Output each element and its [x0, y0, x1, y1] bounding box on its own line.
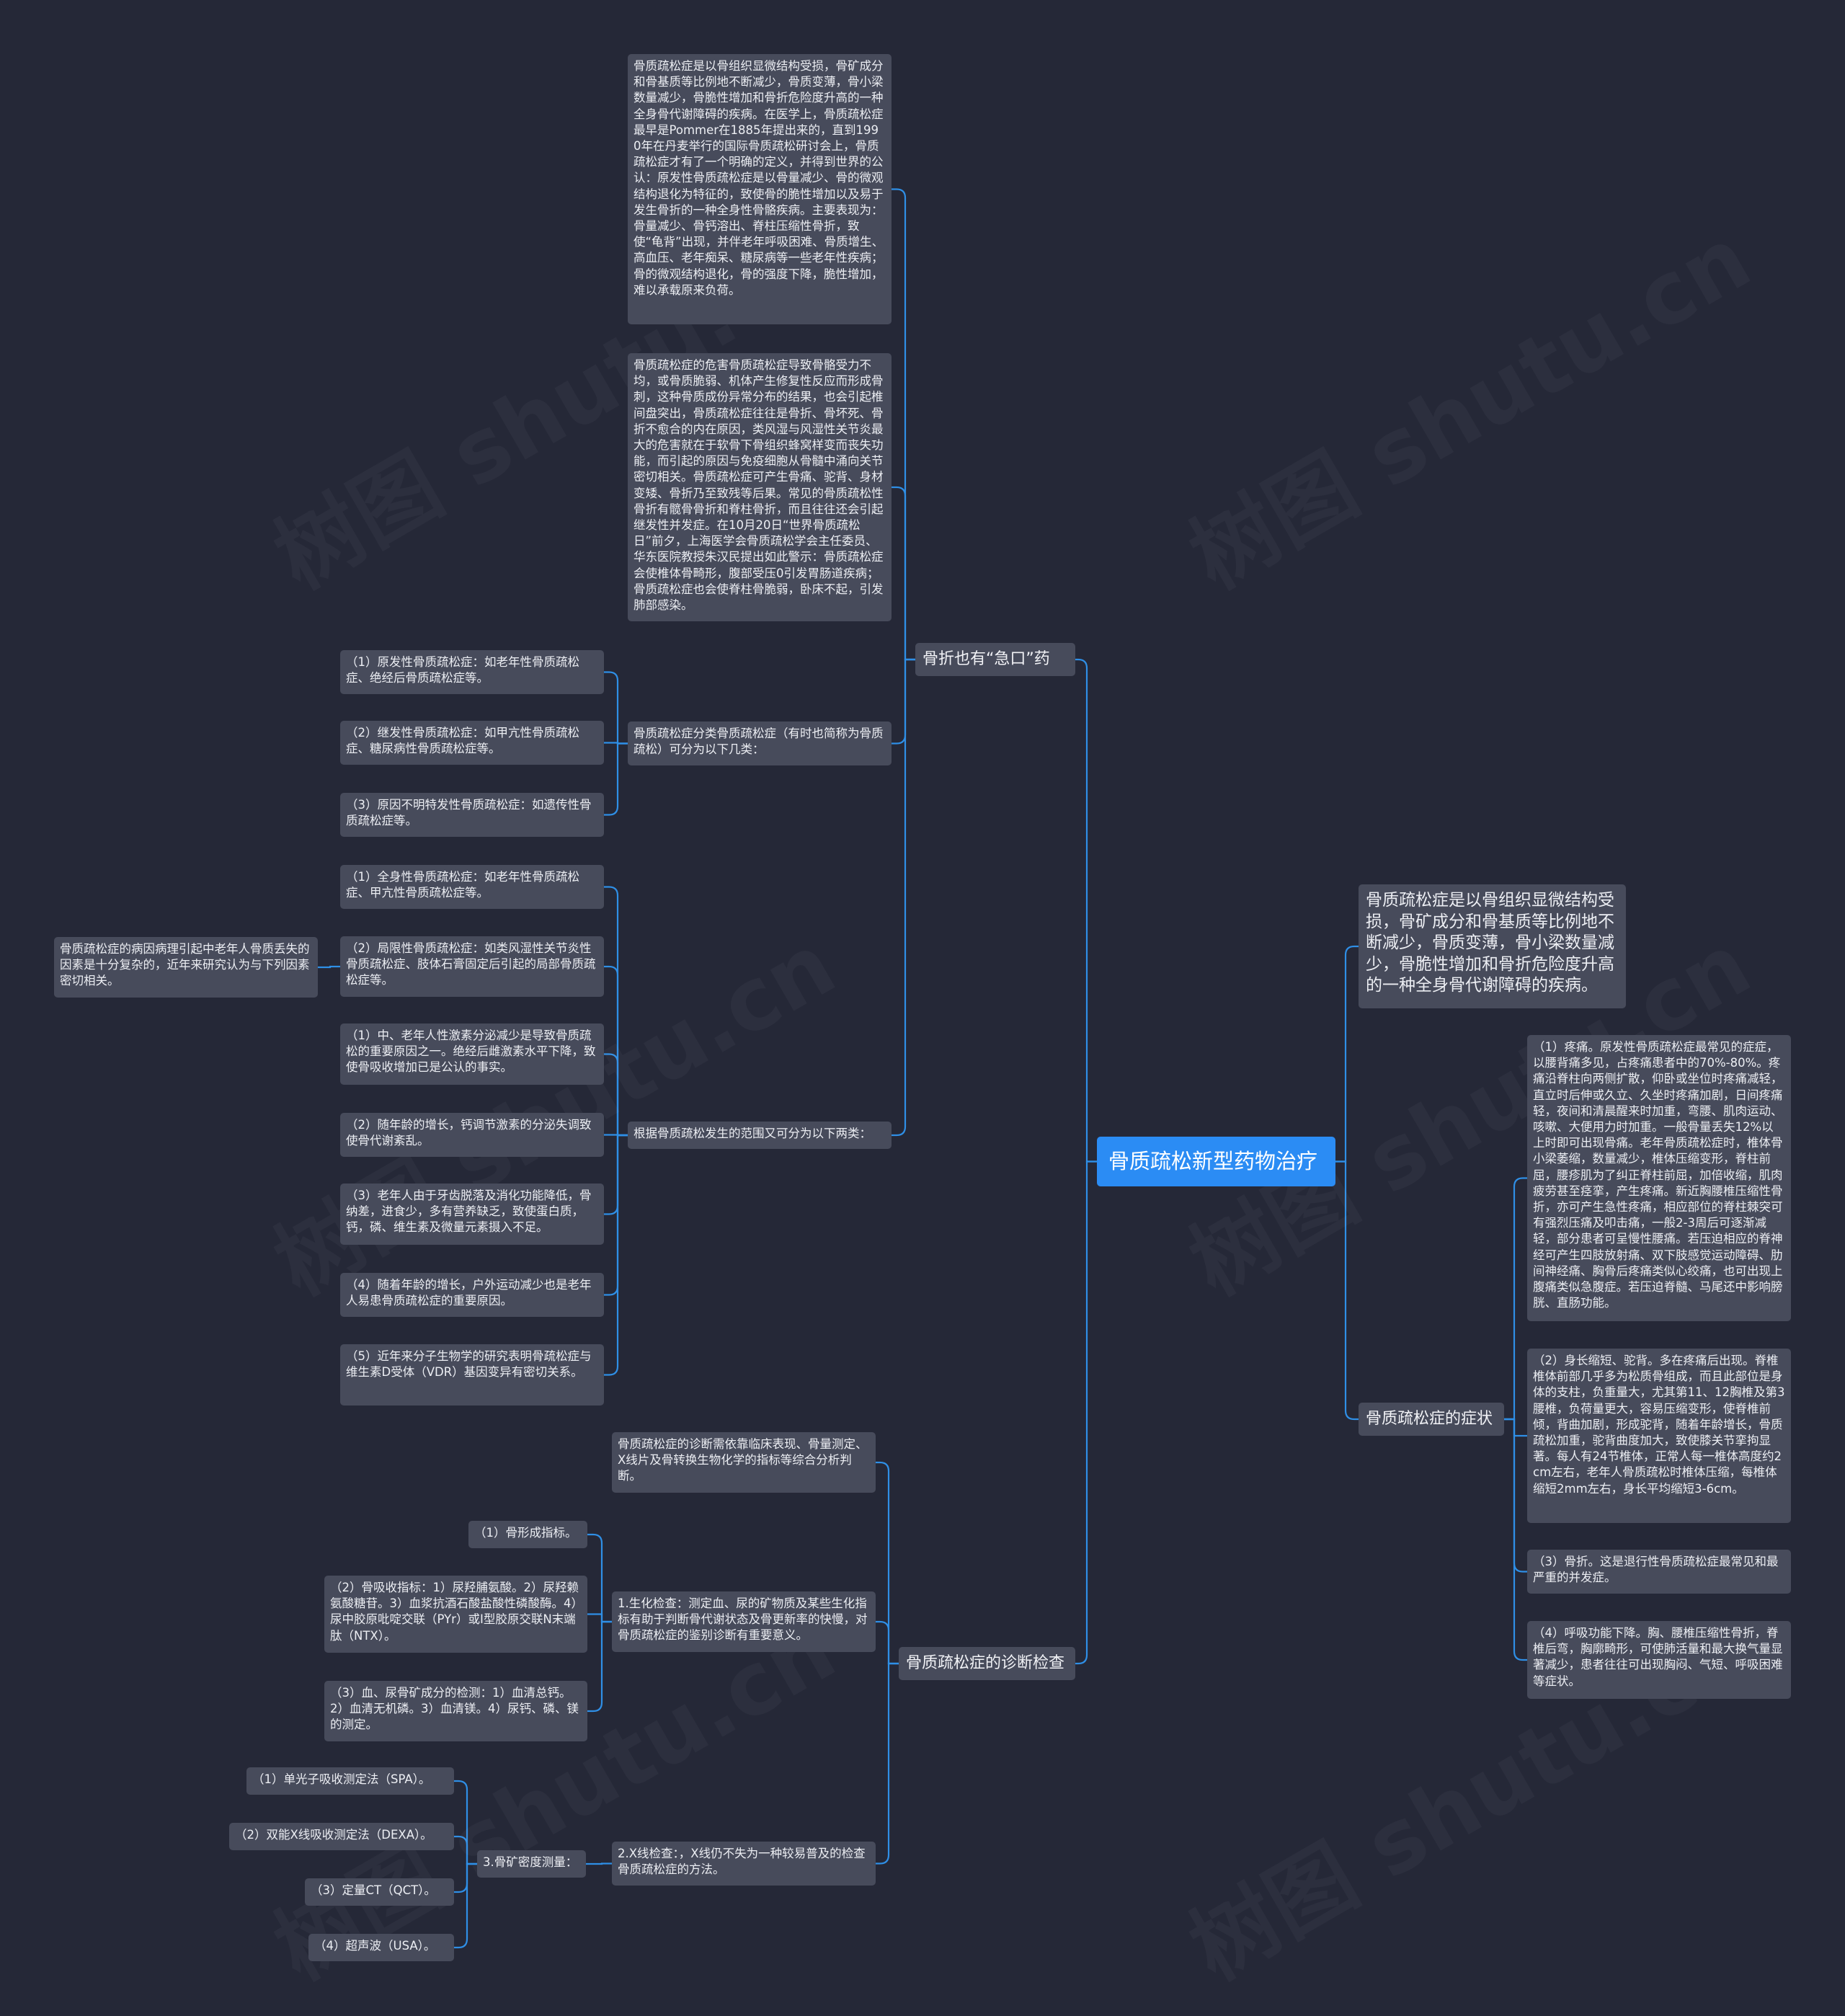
density-node[interactable]: 3.骨矿密度测量：	[477, 1850, 586, 1878]
connector-line	[604, 1134, 628, 1376]
connector-line	[604, 742, 628, 816]
biochem-node[interactable]: 1.生化检查：测定血、尿的矿物质及某些生化指标有助于判断骨代谢状态及骨更新率的快…	[612, 1591, 876, 1652]
connector-line	[604, 1134, 628, 1296]
connector-line	[454, 1862, 477, 1893]
connector-line	[604, 886, 628, 1137]
connector-line	[876, 1620, 899, 1665]
class-primary[interactable]: （1）原发性骨质疏松症：如老年性骨质疏松症、绝经后骨质疏松症等。	[340, 650, 604, 694]
connector-line	[1335, 945, 1359, 1163]
range-node[interactable]: 根据骨质疏松发生的范围又可分为以下两类：	[628, 1122, 892, 1149]
connector-line	[892, 658, 915, 745]
symptom-fracture[interactable]: （3）骨折。这是退行性骨质疏松症最常见和最严重的并发症。	[1527, 1550, 1791, 1594]
range-hormone[interactable]: （1）中、老年人性激素分泌减少是导致骨质疏松的重要原因之一。绝经后雌激素水平下降…	[340, 1023, 604, 1085]
connector-line	[1075, 658, 1097, 1163]
diagnosis-intro[interactable]: 骨质疏松症的诊断需依靠临床表现、骨量测定、X线片及骨转换生物化学的指标等综合分析…	[612, 1432, 876, 1493]
density-dexa[interactable]: （2）双能X线吸收测定法（DEXA）。	[229, 1823, 454, 1850]
branch-diagnosis[interactable]: 骨质疏松症的诊断检查	[899, 1647, 1075, 1680]
intro-node[interactable]: 骨质疏松症是以骨组织显微结构受损，骨矿成分和骨基质等比例地不断减少，骨质变薄，骨…	[1359, 884, 1626, 1008]
connector-line	[454, 1835, 477, 1865]
connector-line	[1504, 1418, 1527, 1437]
connector-line	[604, 1134, 628, 1215]
cause-node[interactable]: 骨质疏松症的病因病理引起中老年人骨质丢失的因素是十分复杂的，近年来研究认为与下列…	[54, 937, 318, 998]
range-systemic[interactable]: （1）全身性骨质疏松症：如老年性骨质疏松症、甲亢性骨质疏松症等。	[340, 865, 604, 909]
connector-line	[587, 1613, 612, 1623]
connector-line	[1075, 1160, 1097, 1665]
range-vdr[interactable]: （5）近年来分子生物学的研究表明骨疏松症与维生素D受体（VDR）基因变异有密切关…	[340, 1344, 604, 1406]
connector-line	[892, 188, 915, 661]
xray-node[interactable]: 2.X线检查：，X线仍不失为一种较易普及的检查骨质疏松症的方法。	[612, 1842, 876, 1886]
branch-fracture[interactable]: 骨折也有“急口”药	[915, 643, 1075, 676]
range-nutrition[interactable]: （3）老年人由于牙齿脱落及消化功能降低，骨纳差，进食少，多有营养缺乏，致使蛋白质…	[340, 1184, 604, 1245]
bone-resorption[interactable]: （2）骨吸收指标：1）尿羟脯氨酸。2）尿羟赖氨酸糖苷。3）血浆抗酒石酸盐酸性磷酸…	[324, 1576, 587, 1653]
connector-line	[1504, 1418, 1527, 1661]
branch-symptoms[interactable]: 骨质疏松症的症状	[1359, 1403, 1504, 1436]
connector-line	[1335, 1160, 1359, 1421]
harm-node[interactable]: 骨质疏松症的危害骨质疏松症导致骨骼受力不均，或骨质脆弱、机体产生修复性反应而形成…	[628, 353, 892, 621]
bone-formation[interactable]: （1）骨形成指标。	[468, 1521, 587, 1548]
class-idiopathic[interactable]: （3）原因不明特发性骨质疏松症：如遗传性骨质疏松症等。	[340, 793, 604, 837]
density-qct[interactable]: （3）定量CT（QCT）。	[305, 1878, 454, 1906]
connector-line	[586, 1862, 612, 1865]
connector-line	[587, 1620, 612, 1713]
connector-line	[587, 1533, 612, 1623]
symptom-respiration[interactable]: （4）呼吸功能下降。胸、腰椎压缩性骨折，脊椎后弯，胸廓畸形，可使肺活量和最大换气…	[1527, 1621, 1791, 1699]
range-exercise[interactable]: （4）随着年龄的增长，户外运动减少也是老年人易患骨质疏松症的重要原因。	[340, 1273, 604, 1317]
definition-node[interactable]: 骨质疏松症是以骨组织显微结构受损，骨矿成分和骨基质等比例地不断减少，骨质变薄，骨…	[628, 54, 892, 324]
range-age-calcium[interactable]: （2）随年龄的增长，钙调节激素的分泌失调致使骨代谢紊乱。	[340, 1113, 604, 1157]
symptom-pain[interactable]: （1）疼痛。原发性骨质疏松症最常见的症症，以腰背痛多见，占疼痛患者中的70%-8…	[1527, 1035, 1791, 1321]
root-topic[interactable]: 骨质疏松新型药物治疗	[1097, 1137, 1335, 1186]
classification-node[interactable]: 骨质疏松症分类骨质疏松症（有时也简称为骨质疏松）可分为以下几类：	[628, 721, 892, 765]
density-spa[interactable]: （1）单光子吸收测定法（SPA）。	[246, 1767, 454, 1795]
connector-line	[454, 1780, 477, 1865]
connector-line	[604, 965, 628, 1137]
connector-line	[604, 1053, 628, 1137]
connector-line	[1504, 1177, 1527, 1421]
connector-line	[876, 1662, 899, 1865]
density-usa[interactable]: （4）超声波（USA）。	[308, 1934, 454, 1961]
class-secondary[interactable]: （2）继发性骨质疏松症：如甲亢性骨质疏松症、糖尿病性骨质疏松症等。	[340, 721, 604, 765]
connector-line	[892, 486, 915, 661]
range-local[interactable]: （2）局限性骨质疏松症：如类风湿性关节炎性骨质疏松症、肢体石膏固定后引起的局部骨…	[340, 936, 604, 997]
connector-line	[604, 671, 628, 745]
symptom-height[interactable]: （2）身长缩短、驼背。多在疼痛后出现。脊椎椎体前部几乎多为松质骨组成，而且此部位…	[1527, 1349, 1791, 1523]
bone-mineral-test[interactable]: （3）血、尿骨矿成分的检测：1）血清总钙。2）血清无机磷。3）血清镁。4）尿钙、…	[324, 1681, 587, 1741]
connector-line	[454, 1862, 477, 1949]
connector-line	[1504, 1418, 1527, 1573]
connector-line	[876, 1461, 899, 1665]
connector-line	[892, 658, 915, 1137]
